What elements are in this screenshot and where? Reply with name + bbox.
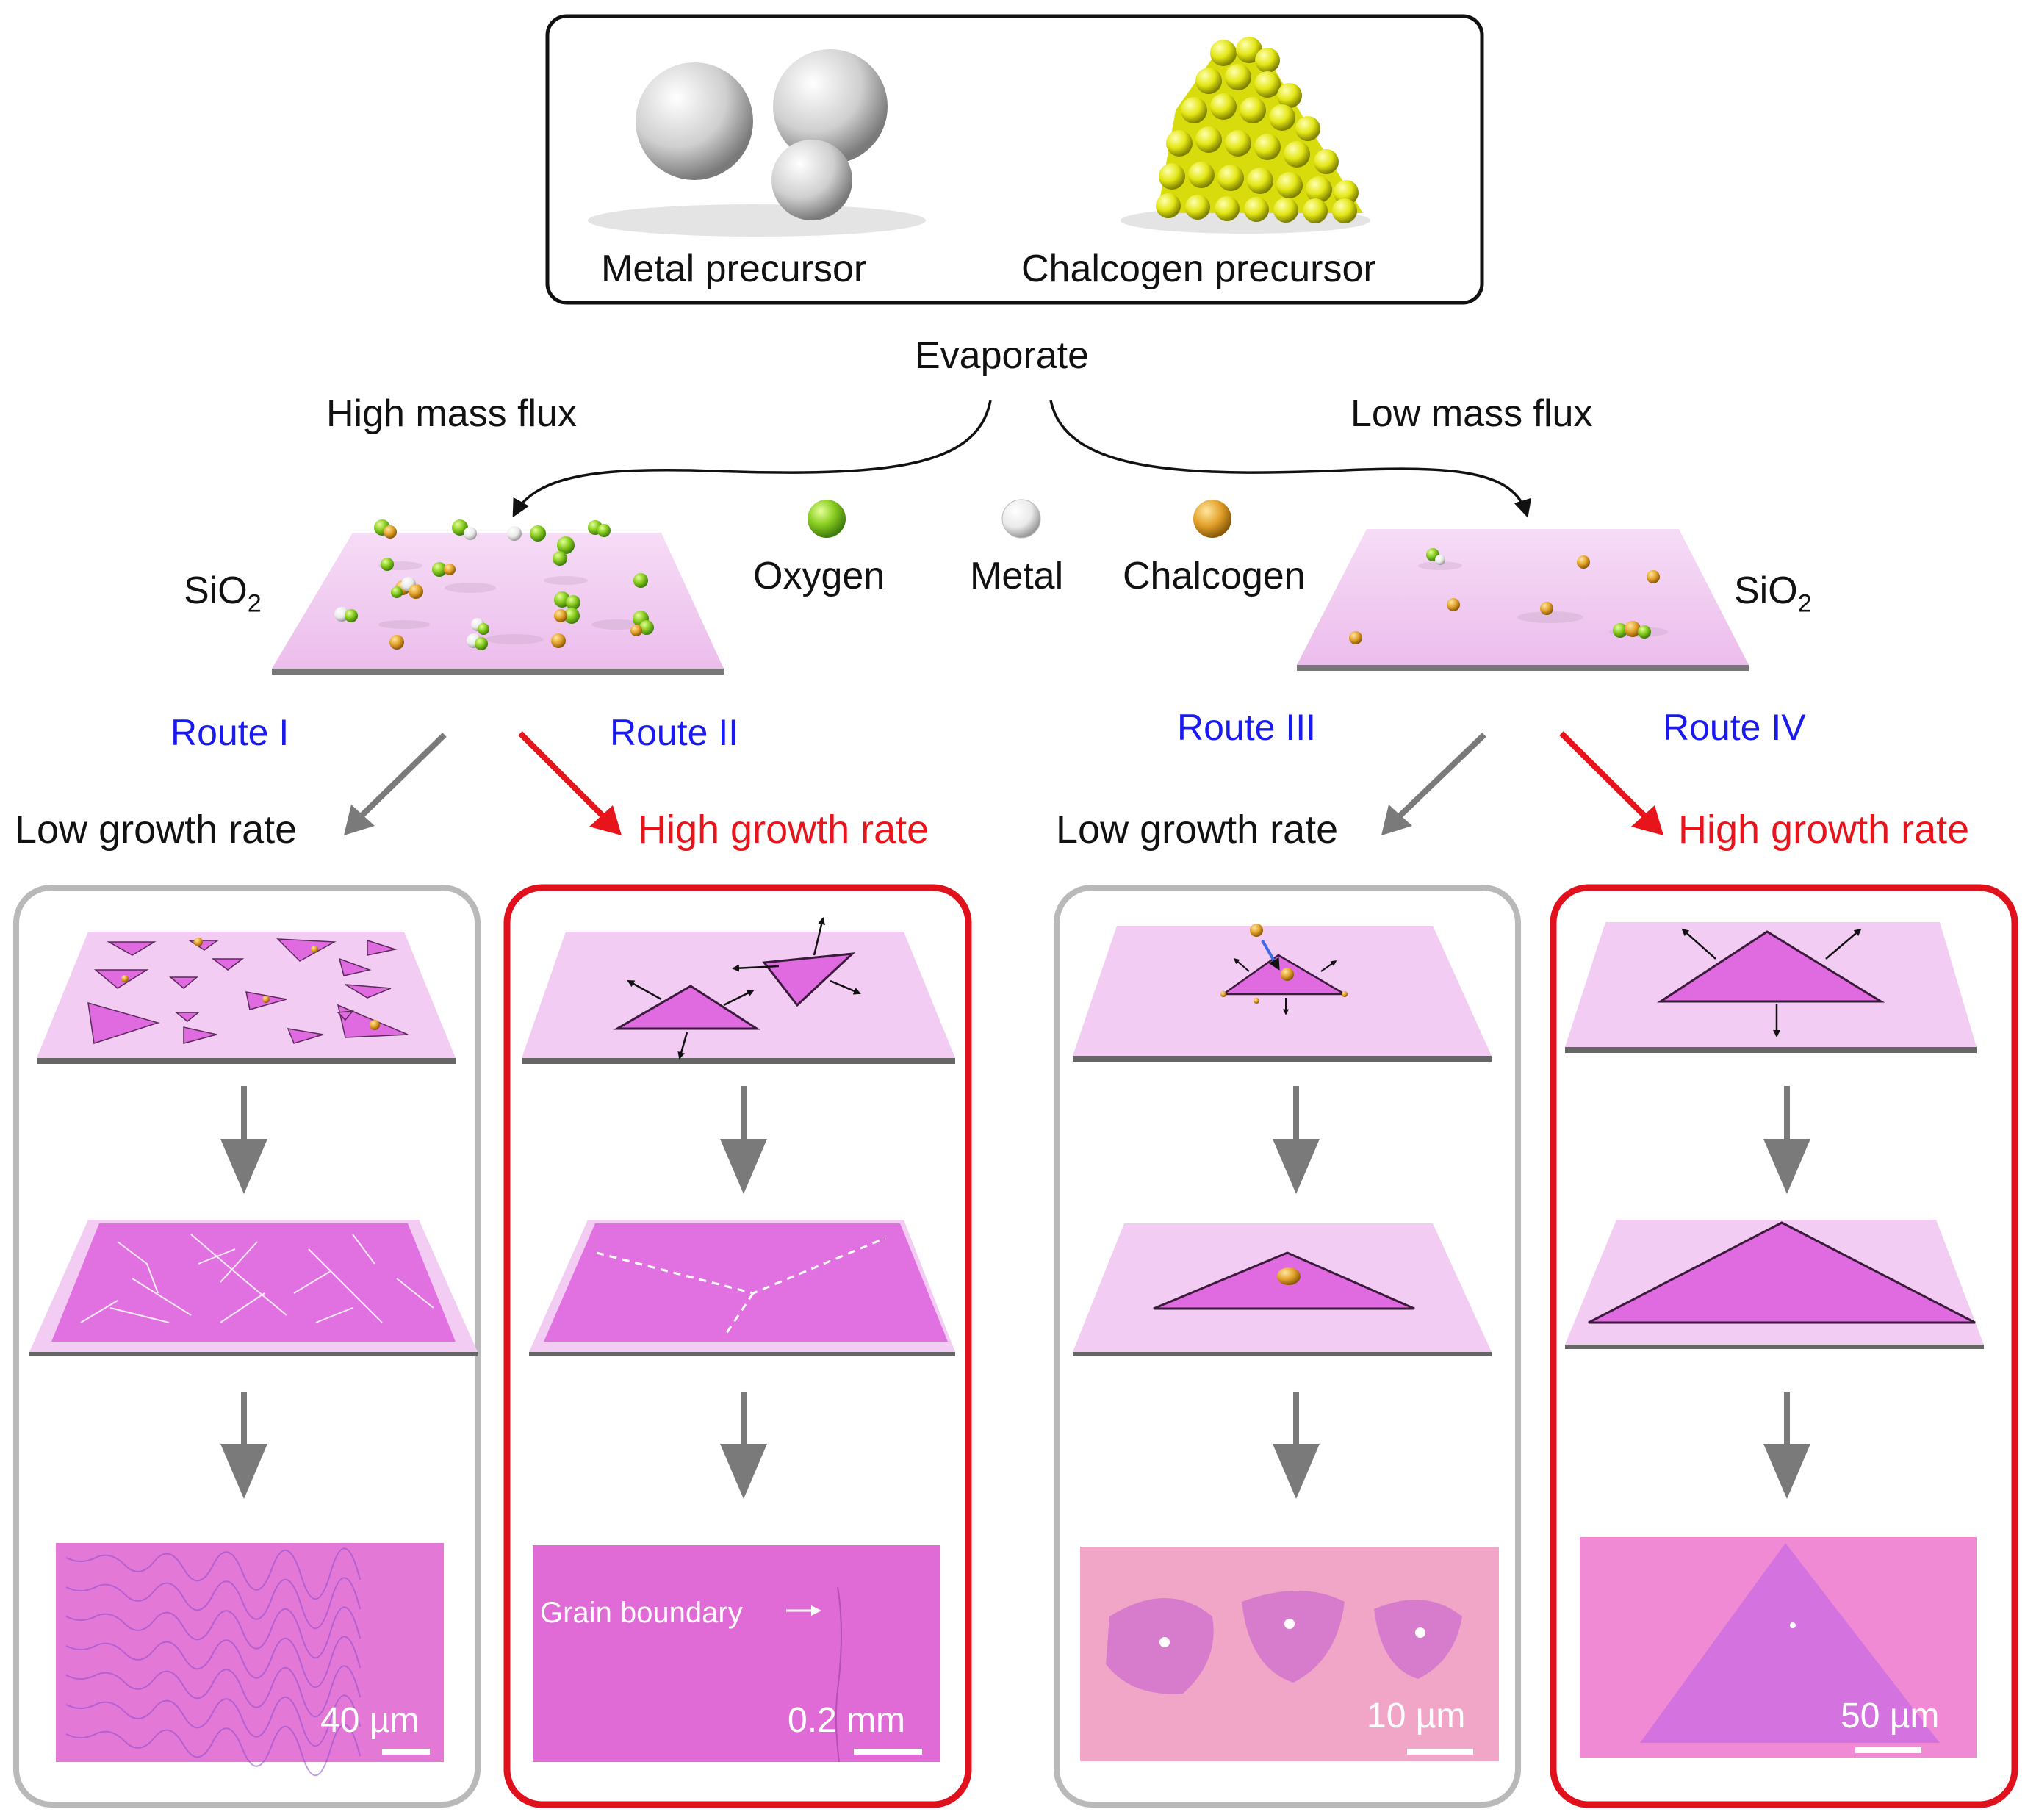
low-flux-arrow: [1049, 400, 1532, 518]
route-ii-micrograph: [533, 1545, 940, 1763]
metal-precursor-icon: [636, 49, 888, 220]
metal-precursor-label: Metal precursor: [601, 248, 867, 290]
chalcogen-precursor-label: Chalcogen precursor: [1021, 248, 1376, 290]
route-i-micrograph: [56, 1543, 444, 1777]
high-mass-flux-label: High mass flux: [326, 392, 577, 435]
route-i-label: Route I: [170, 712, 289, 753]
metal-ball: [1001, 499, 1041, 539]
route-i-panel: [13, 885, 481, 1808]
route-iii-scale-label: 10 µm: [1367, 1697, 1466, 1736]
chalcogen-ball: [1193, 500, 1231, 538]
grain-boundary-label: Grain boundary: [540, 1597, 743, 1629]
route-ii-film: [529, 1220, 955, 1356]
route-iii-crystal: [1073, 1223, 1492, 1356]
route-ii-scale-label: 0.2 mm: [788, 1701, 906, 1740]
route-ii-rate: High growth rate: [638, 808, 929, 852]
route-iii-nucleation: [1073, 924, 1492, 1062]
route-i-rate: Low growth rate: [15, 808, 298, 852]
route-iv-crystal: [1565, 1220, 1984, 1349]
legend-oxygen-label: Oxygen: [753, 555, 885, 597]
route-iv-nucleation: [1565, 922, 1977, 1053]
high-flux-substrate: [272, 519, 724, 675]
route-i-film: [29, 1220, 478, 1356]
substrate-label-left: SiO2: [184, 569, 262, 618]
route-ii-panel: [503, 884, 972, 1808]
route-iv-rate: High growth rate: [1678, 808, 1970, 852]
route-iv-scale-label: 50 µm: [1841, 1697, 1940, 1736]
route-i-nucleation: [37, 932, 456, 1064]
low-mass-flux-label: Low mass flux: [1350, 392, 1593, 435]
substrate-label-right: SiO2: [1734, 569, 1812, 618]
chalcogen-precursor-icon: [1121, 37, 1370, 234]
route-iii-micrograph: [1080, 1547, 1499, 1761]
route-ii-nucleation: [522, 917, 955, 1064]
route-ii-label: Route II: [610, 712, 739, 753]
evaporate-label: Evaporate: [915, 334, 1090, 377]
route-arrows: [344, 731, 1663, 835]
route-i-scale-label: 40 µm: [320, 1701, 420, 1740]
route-iii-rate: Low growth rate: [1056, 808, 1339, 852]
high-flux-arrow: [512, 400, 992, 518]
route-iv-label: Route IV: [1663, 707, 1806, 748]
legend-metal-label: Metal: [970, 555, 1064, 597]
oxygen-ball: [808, 500, 846, 538]
down-arrows: [220, 1086, 1810, 1499]
route-iv-panel: [1550, 884, 2018, 1808]
route-iii-panel: [1054, 885, 1521, 1808]
route-iii-label: Route III: [1177, 707, 1316, 748]
route-iv-micrograph: [1580, 1537, 1977, 1758]
low-flux-substrate: [1297, 529, 1749, 671]
legend-chalcogen-label: Chalcogen: [1123, 555, 1306, 597]
